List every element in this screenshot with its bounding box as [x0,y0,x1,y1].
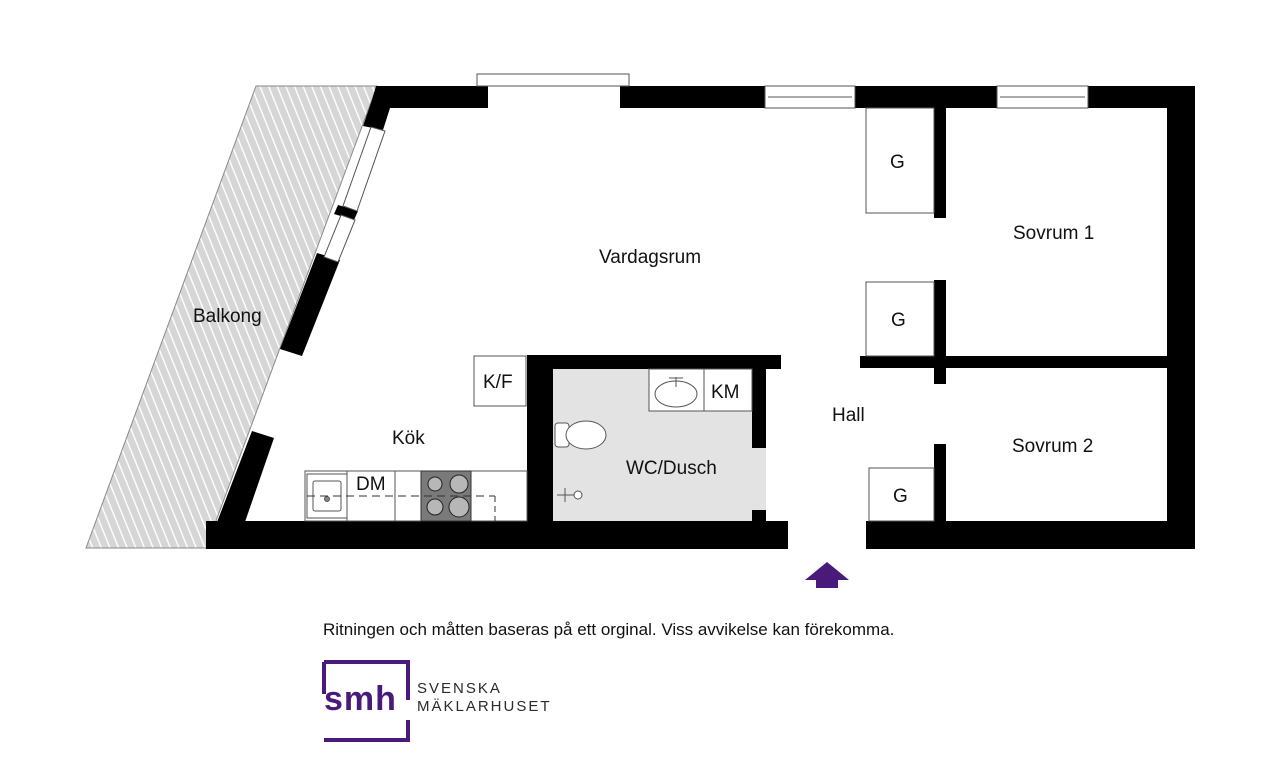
room-label-vardagsrum: Vardagsrum [599,247,701,268]
brand-logo: smh SVENSKA MÄKLARHUSET [322,658,562,746]
wall-closet-1-divider [934,108,946,218]
logo-mark-text: smh [324,680,397,718]
room-labels: Vardagsrum Sovrum 1 Sovrum 2 Balkong Kök… [193,223,1094,479]
window-west-2 [323,214,356,263]
closet-2 [865,281,935,357]
wall-west-2 [334,205,358,220]
room-label-sovrum1: Sovrum 1 [1013,223,1094,244]
wall-wc-right-upper [752,355,766,448]
dishwasher-label: DM [356,474,386,495]
disclaimer-text: Ritningen och måtten baseras på ett orgi… [323,620,895,639]
toilet-icon [554,420,607,450]
wall-wc-right-lower [752,510,766,521]
wc-fixtures [554,368,753,502]
closet-1 [865,107,935,214]
windows [323,73,1089,263]
wall-top-left [376,86,488,108]
wall-wc-top [527,355,781,369]
closet-2-label: G [891,310,906,331]
kitchen-fixtures [304,355,528,522]
wall-bottom-left [206,521,788,549]
wall-top-mid [620,86,765,108]
wall-bottom-right [866,521,1195,549]
fridge-freezer [473,355,527,407]
wall-wc-left [527,355,553,521]
wall-right [1167,86,1195,549]
washing-machine [703,368,753,412]
wall-west-4 [206,431,274,548]
room-label-hall: Hall [832,405,865,426]
wall-closet-3-divider [934,444,946,521]
brand-line-1: SVENSKA [417,680,502,697]
room-label-wc: WC/Dusch [626,458,717,479]
smh-logo-mark: smh [322,660,410,742]
window-west-1 [342,126,386,212]
entrance-arrow-icon [805,562,849,588]
room-label-sovrum2: Sovrum 2 [1012,436,1093,457]
brand-name: SVENSKA MÄKLARHUSET [417,680,552,716]
washing-machine-label: KM [711,382,740,403]
wall-west-1 [363,86,398,130]
fixture-labels: G G G K/F DM KM [356,152,908,507]
fridge-freezer-label: K/F [483,372,513,393]
closets [865,107,935,522]
wall-west-3 [280,253,340,356]
window-top-1 [476,73,630,87]
wall-top-mid2 [855,86,997,108]
wall-bedrooms-divider [860,356,1167,368]
room-label-balkong: Balkong [193,306,262,327]
closet-3-label: G [893,486,908,507]
walls [206,86,1195,549]
wall-closet-2-divider [934,280,946,384]
brand-line-2: MÄKLARHUSET [417,698,552,715]
shower-icon [557,488,583,502]
closet-1-label: G [890,152,905,173]
room-label-kok: Kök [392,428,425,449]
closet-3 [868,467,935,522]
